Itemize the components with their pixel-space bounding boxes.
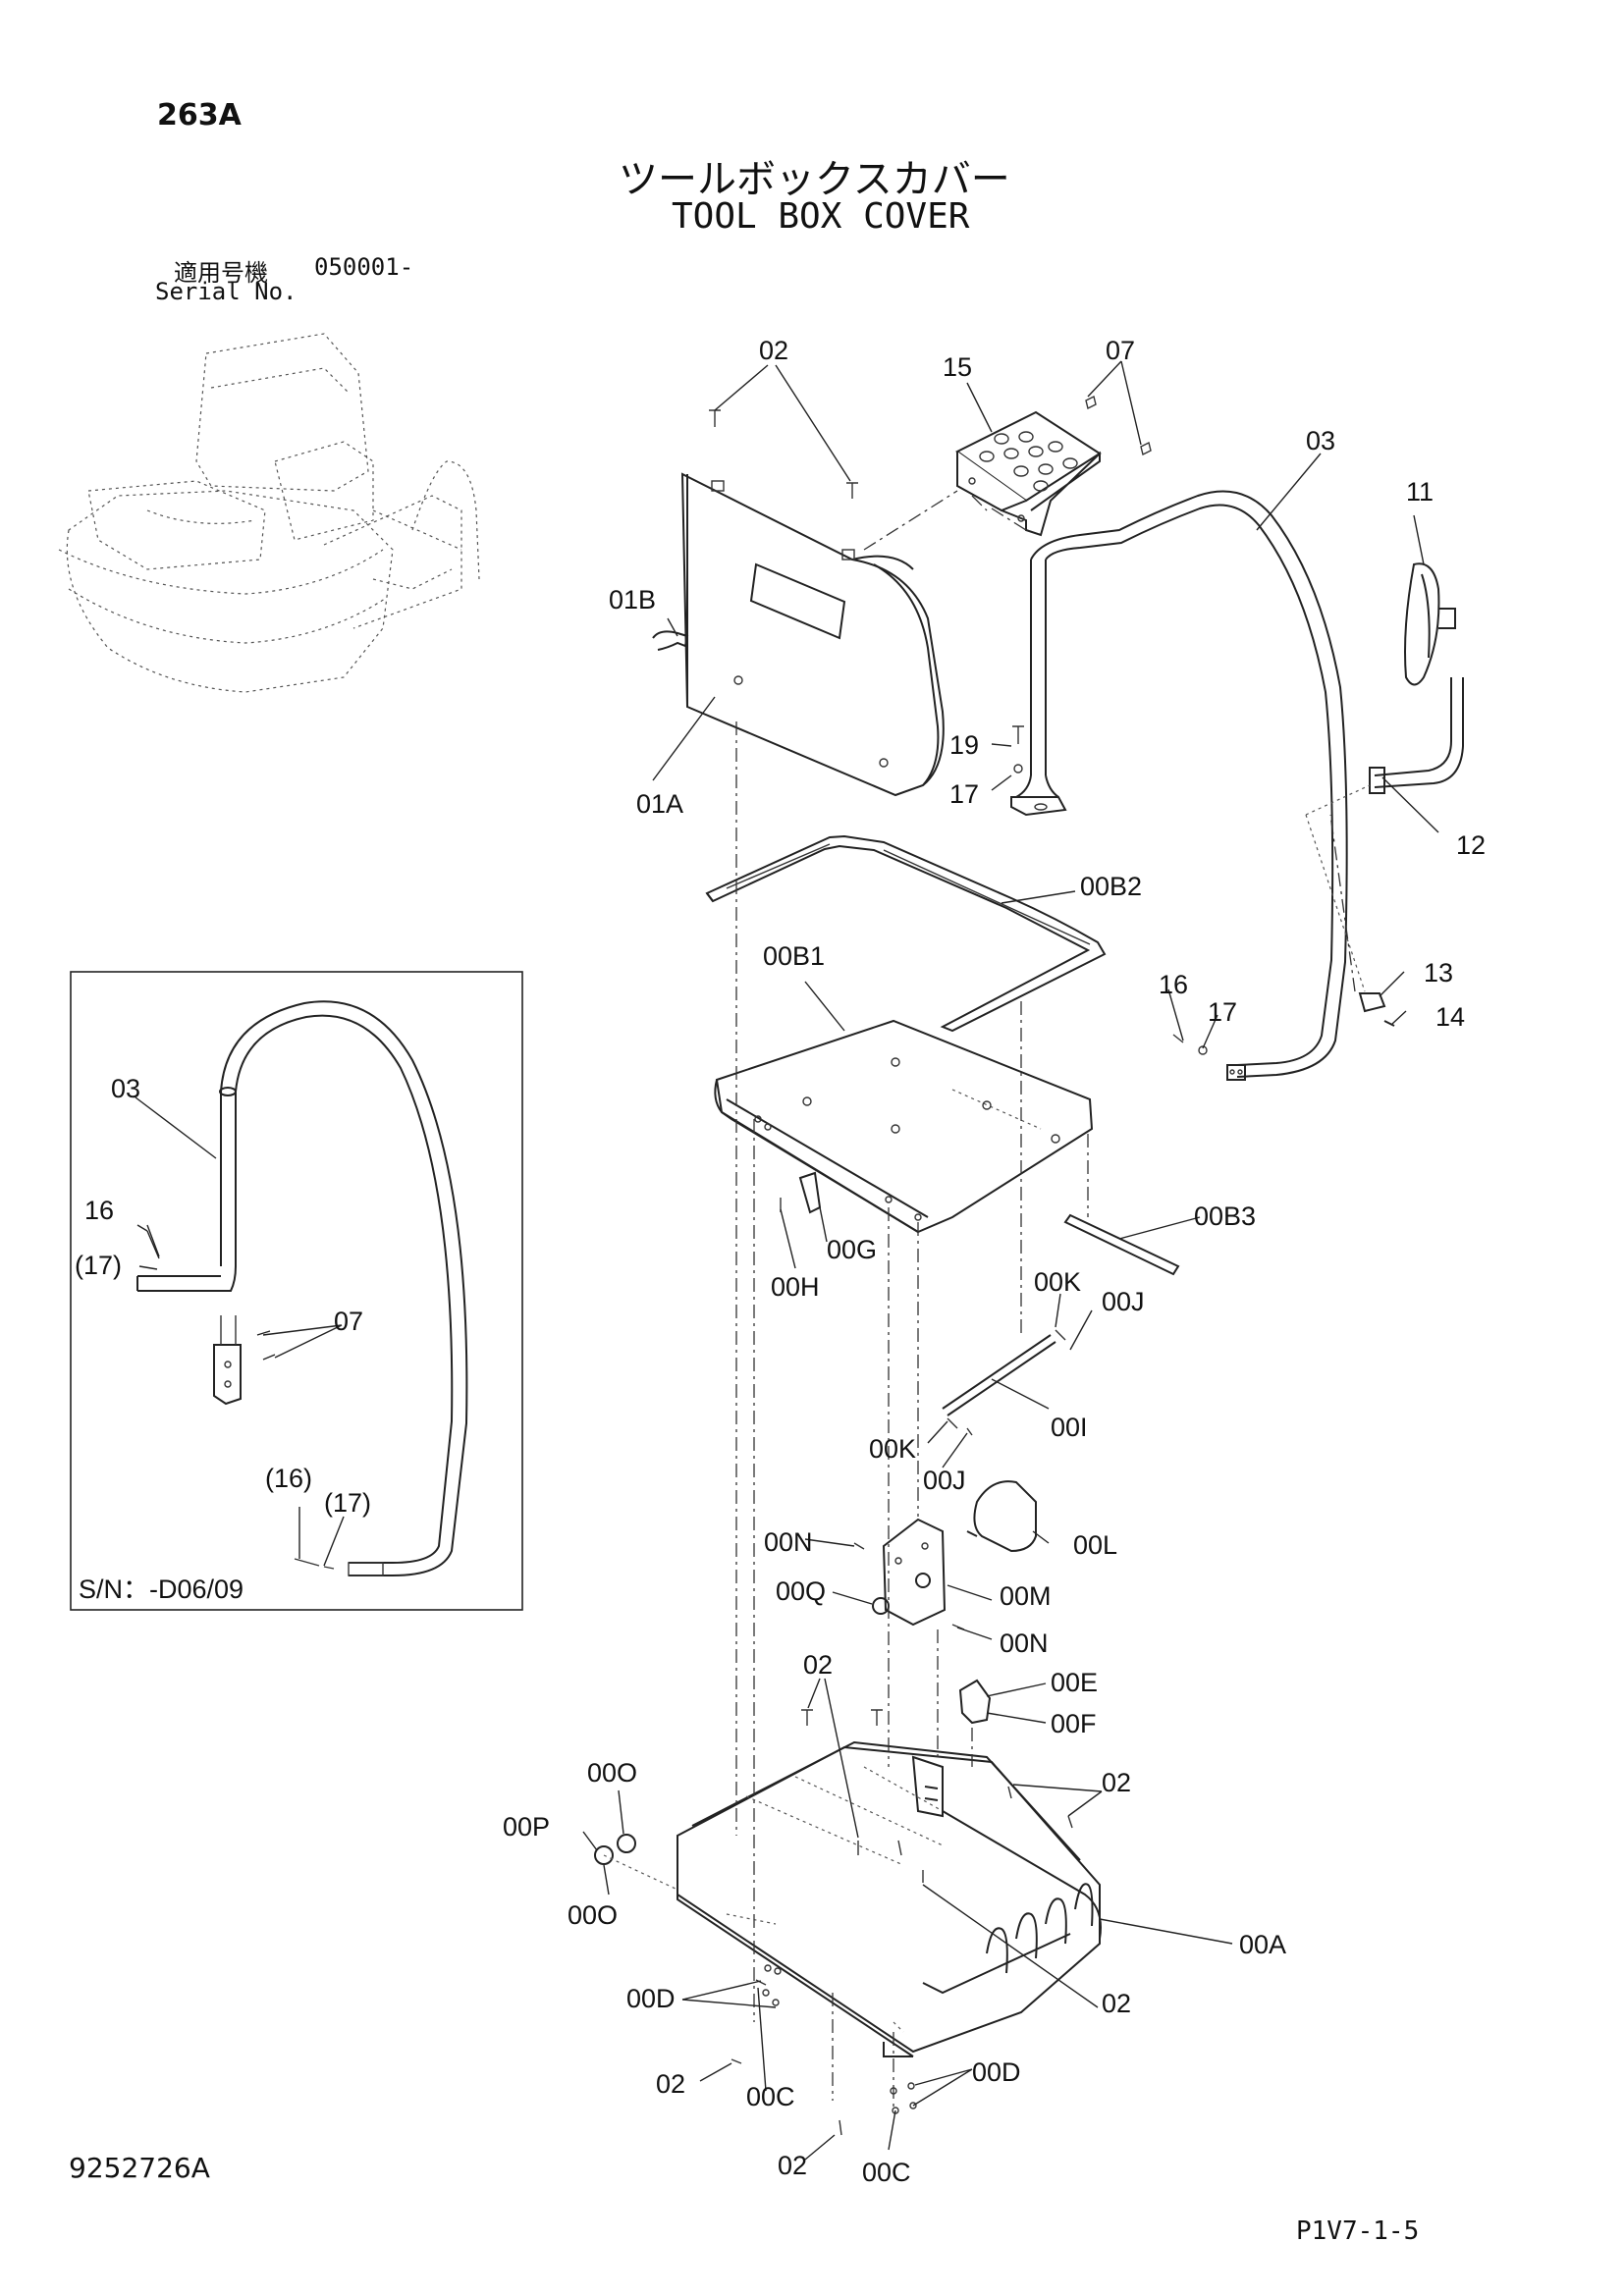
label-00B3: 00B3 bbox=[1194, 1201, 1256, 1231]
label-00C-b: 00C bbox=[862, 2158, 911, 2187]
title-english: TOOL BOX COVER bbox=[672, 196, 970, 237]
label-13: 13 bbox=[1424, 958, 1453, 988]
clamp-13 bbox=[1358, 992, 1386, 1013]
label-02-bottom: 02 bbox=[778, 2151, 807, 2180]
label-00F: 00F bbox=[1051, 1709, 1097, 1738]
inset-label-16: 16 bbox=[84, 1196, 114, 1225]
label-03-main: 03 bbox=[1306, 426, 1335, 455]
seal-00B2 bbox=[705, 834, 1107, 1033]
label-02-mid: 02 bbox=[803, 1650, 833, 1680]
machine-overview bbox=[58, 333, 480, 693]
bolt-14 bbox=[1383, 1020, 1395, 1027]
label-00Q: 00Q bbox=[776, 1576, 826, 1606]
bracket-15 bbox=[955, 410, 1102, 537]
inset-label-17p: (17) bbox=[324, 1488, 371, 1518]
page-reference: P1V7-1-5 bbox=[1296, 2216, 1420, 2246]
label-00N-b: 00N bbox=[1000, 1629, 1049, 1658]
plate-00B1 bbox=[714, 1019, 1094, 1234]
inset-frame bbox=[70, 971, 523, 1611]
lock-cover-00L bbox=[966, 1480, 1037, 1553]
label-00D-a: 00D bbox=[626, 1984, 676, 2013]
label-00E: 00E bbox=[1051, 1668, 1098, 1697]
strip-00B3 bbox=[1063, 1213, 1180, 1276]
mirror-11 bbox=[1305, 562, 1464, 992]
label-02-left: 02 bbox=[656, 2069, 685, 2099]
fasteners bbox=[709, 395, 1208, 2136]
cover-plate-01A bbox=[652, 472, 945, 797]
serial-value: 050001- bbox=[314, 253, 414, 281]
label-00D-b: 00D bbox=[972, 2057, 1021, 2087]
title-japanese: ツールボックスカバー bbox=[619, 157, 1010, 202]
label-00P: 00P bbox=[503, 1812, 550, 1842]
label-02-right: 02 bbox=[1102, 1768, 1131, 1797]
inset-handrail bbox=[136, 1000, 468, 1576]
label-00I: 00I bbox=[1051, 1413, 1088, 1442]
inset-label-03: 03 bbox=[111, 1074, 140, 1103]
inset-label-17: (17) bbox=[75, 1251, 122, 1280]
label-00G: 00G bbox=[827, 1235, 877, 1264]
catch-00E bbox=[958, 1679, 992, 1725]
label-12: 12 bbox=[1456, 830, 1486, 860]
grommets-00O bbox=[594, 1834, 678, 1891]
part-labels: 02 15 07 03 11 01B 19 17 01A 12 00B2 00B… bbox=[75, 336, 1486, 2187]
label-00K-a: 00K bbox=[1034, 1267, 1081, 1297]
page-code: 263A bbox=[157, 98, 242, 133]
label-11: 11 bbox=[1406, 477, 1434, 507]
label-14: 14 bbox=[1435, 1002, 1465, 1032]
label-00O-a: 00O bbox=[587, 1758, 637, 1788]
label-02-right2: 02 bbox=[1102, 1989, 1131, 2018]
label-00J-a: 00J bbox=[1102, 1287, 1145, 1316]
handrail-03 bbox=[1010, 490, 1348, 1081]
label-00O-b: 00O bbox=[568, 1900, 618, 1930]
label-00K-b: 00K bbox=[869, 1434, 916, 1464]
gas-spring-00I bbox=[942, 1334, 1056, 1416]
lock-plate-00M bbox=[882, 1518, 947, 1627]
label-00A: 00A bbox=[1239, 1930, 1286, 1959]
label-02-top: 02 bbox=[759, 336, 788, 365]
assembly-guide-lines bbox=[735, 490, 1356, 2110]
label-07-top: 07 bbox=[1106, 336, 1135, 365]
drawing-number: 9252726A bbox=[69, 2152, 210, 2184]
label-16-a: 16 bbox=[1159, 970, 1188, 999]
label-15: 15 bbox=[943, 352, 972, 382]
label-01A: 01A bbox=[636, 789, 683, 819]
serial-label-en: Serial No. bbox=[155, 278, 298, 305]
leader-lines bbox=[135, 360, 1439, 2161]
latch-00G bbox=[798, 1171, 822, 1214]
label-00B2: 00B2 bbox=[1080, 872, 1142, 901]
label-17-a: 17 bbox=[949, 779, 979, 809]
label-00H: 00H bbox=[771, 1272, 820, 1302]
label-19: 19 bbox=[949, 730, 979, 760]
label-17-b: 17 bbox=[1208, 997, 1237, 1027]
serial-label-ja: 適用号機 bbox=[174, 259, 268, 287]
label-01B: 01B bbox=[609, 585, 656, 614]
label-00C-a: 00C bbox=[746, 2082, 795, 2111]
inset-label-16p: (16) bbox=[265, 1464, 312, 1493]
label-00J-b: 00J bbox=[923, 1466, 966, 1495]
label-00M: 00M bbox=[1000, 1581, 1052, 1611]
label-00N-a: 00N bbox=[764, 1527, 813, 1557]
label-00L: 00L bbox=[1073, 1530, 1117, 1560]
tool-box-00A bbox=[677, 1740, 1102, 2057]
label-00B1: 00B1 bbox=[763, 941, 825, 971]
inset-serial-note: S/N：-D06/09 bbox=[79, 1575, 244, 1604]
inset-label-07: 07 bbox=[334, 1307, 363, 1336]
